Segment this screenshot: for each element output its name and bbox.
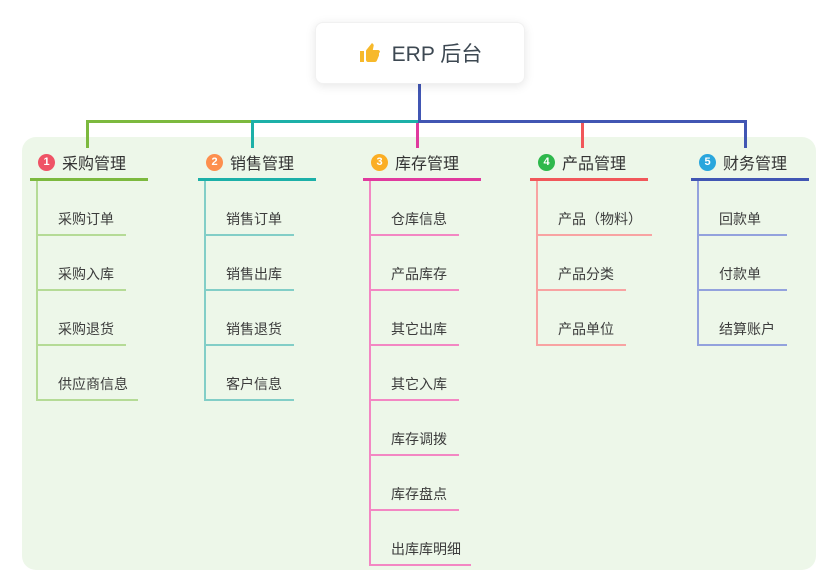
connector-hline	[85, 120, 252, 123]
branch-title: 库存管理	[395, 156, 460, 173]
branch-number-badge: 2	[206, 153, 223, 171]
child-node[interactable]: 仓库信息	[371, 181, 459, 236]
connector-hline	[419, 120, 747, 123]
branch-number-badge: 3	[371, 153, 388, 171]
child-node[interactable]: 库存调拨	[371, 401, 459, 456]
branch-title: 财务管理	[723, 156, 788, 173]
child-node[interactable]: 付款单	[699, 236, 787, 291]
child-node[interactable]: 产品（物料）	[538, 181, 652, 236]
branch-children: 采购订单采购入库采购退货供应商信息	[36, 181, 148, 401]
child-node[interactable]: 产品分类	[538, 236, 626, 291]
branch-4: 4 产品管理产品（物料）产品分类产品单位	[530, 148, 652, 346]
child-node[interactable]: 产品库存	[371, 236, 459, 291]
child-node[interactable]: 供应商信息	[38, 346, 138, 401]
child-node[interactable]: 销售订单	[206, 181, 294, 236]
branch-drop-line	[85, 120, 89, 148]
child-node[interactable]: 结算账户	[699, 291, 787, 346]
branch-header[interactable]: 2 销售管理	[198, 148, 316, 181]
root-node[interactable]: ERP 后台	[315, 22, 525, 84]
connector-hline	[250, 120, 419, 123]
branch-number-badge: 5	[699, 153, 716, 171]
branch-header[interactable]: 3 库存管理	[363, 148, 481, 181]
branch-children: 销售订单销售出库销售退货客户信息	[204, 181, 316, 401]
child-node[interactable]: 其它入库	[371, 346, 459, 401]
child-node[interactable]: 采购入库	[38, 236, 126, 291]
branch-drop-line	[743, 120, 747, 148]
branch-header[interactable]: 4 产品管理	[530, 148, 648, 181]
thumbs-up-icon	[358, 41, 382, 65]
child-node[interactable]: 销售出库	[206, 236, 294, 291]
branch-1: 1 采购管理采购订单采购入库采购退货供应商信息	[30, 148, 148, 401]
child-node[interactable]: 采购订单	[38, 181, 126, 236]
root-title: ERP 后台	[391, 43, 483, 66]
branch-title: 采购管理	[62, 156, 127, 173]
branch-children: 产品（物料）产品分类产品单位	[536, 181, 652, 346]
branch-drop-line	[580, 120, 584, 148]
branch-header[interactable]: 1 采购管理	[30, 148, 148, 181]
child-node[interactable]: 销售退货	[206, 291, 294, 346]
branch-title: 产品管理	[562, 156, 627, 173]
child-node[interactable]: 采购退货	[38, 291, 126, 346]
branch-drop-line	[250, 120, 254, 148]
branch-drop-line	[415, 120, 419, 148]
branches-panel	[22, 137, 816, 570]
branch-2: 2 销售管理销售订单销售出库销售退货客户信息	[198, 148, 316, 401]
child-node[interactable]: 回款单	[699, 181, 787, 236]
root-connector-line	[417, 82, 421, 123]
branch-number-badge: 4	[538, 153, 555, 171]
branch-children: 回款单付款单结算账户	[697, 181, 809, 346]
branch-3: 3 库存管理仓库信息产品库存其它出库其它入库库存调拨库存盘点出库库明细	[363, 148, 481, 566]
branch-title: 销售管理	[230, 156, 295, 173]
child-node[interactable]: 出库库明细	[371, 511, 471, 566]
child-node[interactable]: 产品单位	[538, 291, 626, 346]
branch-5: 5 财务管理回款单付款单结算账户	[691, 148, 809, 346]
child-node[interactable]: 客户信息	[206, 346, 294, 401]
child-node[interactable]: 其它出库	[371, 291, 459, 346]
branch-header[interactable]: 5 财务管理	[691, 148, 809, 181]
branch-number-badge: 1	[38, 153, 55, 171]
child-node[interactable]: 库存盘点	[371, 456, 459, 511]
branch-children: 仓库信息产品库存其它出库其它入库库存调拨库存盘点出库库明细	[369, 181, 481, 566]
